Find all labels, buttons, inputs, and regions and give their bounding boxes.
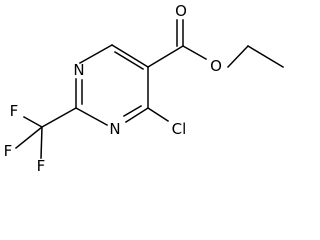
- bond-c4-to-n-bottom-inner: [122, 104, 143, 118]
- ester-oxygen-label: O: [210, 57, 222, 75]
- bond-c4-to-chlorine: [146, 106, 170, 123]
- bond-c-top-to-c5-inner: [113, 50, 145, 71]
- bond-ethyl-ch2-to-ch3: [246, 44, 285, 69]
- atom-labels: N N O O Cl F F F: [4, 2, 222, 175]
- bond-ester-oxygen-to-ethyl: [226, 44, 250, 69]
- chlorine-label: Cl: [172, 120, 187, 138]
- nitrogen-top-label: N: [73, 61, 84, 79]
- fluorine-top-label: F: [10, 102, 19, 120]
- bond-lines: [14, 19, 285, 159]
- bond-cf3-to-f-bottom: [40, 126, 43, 159]
- fluorine-bottom-label: F: [37, 157, 46, 175]
- bond-n-bottom-to-c2: [74, 106, 109, 127]
- structure-canvas: N N O O Cl F F F: [3, 2, 285, 175]
- fluorine-left-label: F: [4, 142, 13, 160]
- bond-n-top-to-c-top: [78, 43, 114, 65]
- bond-c4-to-n-bottom-outer: [124, 106, 150, 124]
- bond-cf3-to-f-top: [22, 115, 44, 129]
- bond-c-top-to-c5-outer: [110, 43, 150, 69]
- bond-c2-to-cf3-carbon: [40, 106, 78, 129]
- bond-cf3-to-f-left: [14, 125, 44, 150]
- bond-carbonyl-to-ester-oxygen: [181, 44, 208, 61]
- carbonyl-oxygen-label: O: [175, 2, 187, 20]
- bond-c5-to-carbonyl-carbon: [146, 44, 185, 69]
- chemical-structure-diagram: N N O O Cl F F F: [4, 2, 285, 175]
- nitrogen-bottom-label: N: [109, 120, 120, 138]
